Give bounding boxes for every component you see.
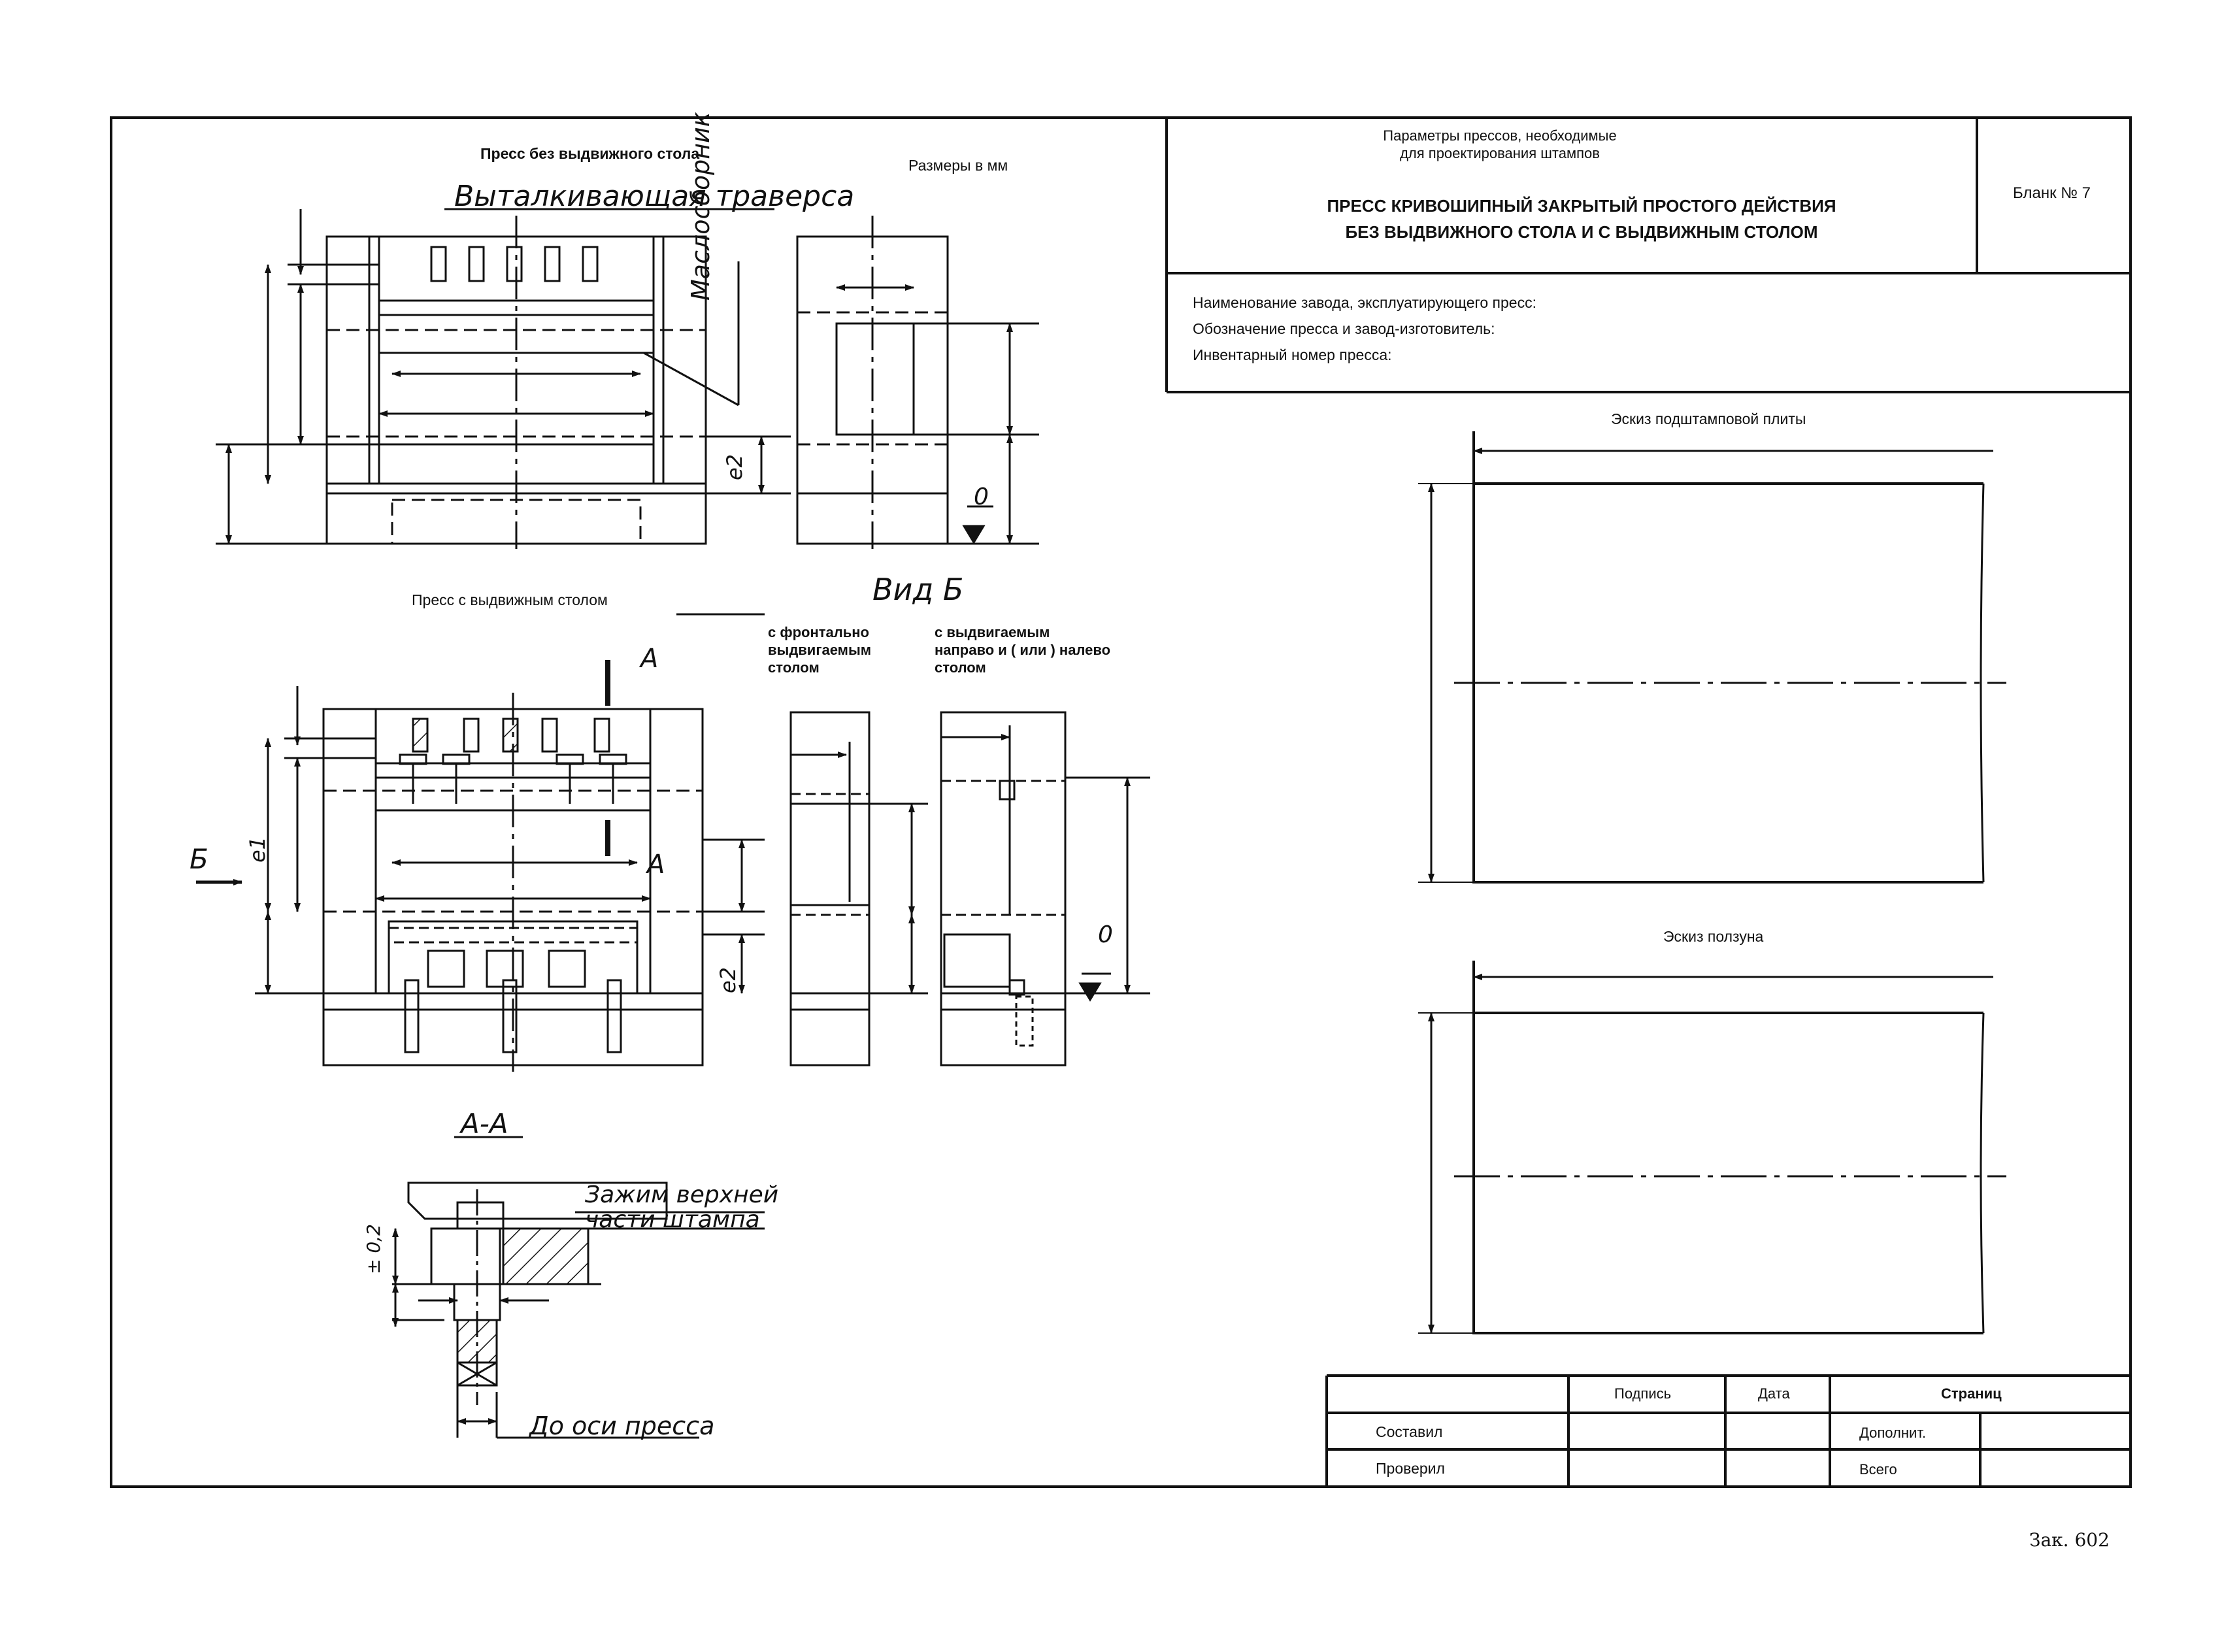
e1-label: е1 [245,836,270,863]
total-pages: Всего [1859,1461,1897,1478]
e2-label-bottom: е2 [716,966,740,993]
view-b-front-table [789,711,928,1066]
bolster-plate-sketch [1418,431,2006,884]
sheet-border [110,116,2132,1488]
press-front-view-with-table [196,660,765,1072]
zero-label-bottom: 0 [1098,921,1113,948]
slide-sketch [1418,961,2006,1334]
side-table-label-3: столом [935,659,986,676]
col-pages: Страниц [1941,1385,2002,1402]
row-compiled: Составил [1376,1423,1443,1440]
front-table-label-1: с фронтально [768,624,869,640]
side-table-label-1: с выдвигаемым [935,624,1050,640]
section-a-a [392,1181,765,1439]
view-b-label: Вид Б [872,572,964,607]
title-line-1: ПРЕСС КРИВОШИПНЫЙ ЗАКРЫТЫЙ ПРОСТОГО ДЕЙС… [1327,196,1836,216]
view-b-side-table [940,711,1150,1066]
side-table-label-2: направо и ( или ) налево [935,642,1111,658]
section-a-top: А [640,644,659,674]
bolster-plate-title: Эскиз подштамповой плиты [1611,410,1806,427]
arrow-b-label: Б [190,843,208,875]
row-checked: Проверил [1376,1460,1445,1477]
form-number: Бланк № 7 [2013,184,2091,202]
ejector-traverse-label: Выталкивающая траверса [454,180,855,213]
section-aa-label: А-А [461,1108,508,1140]
slide-title: Эскиз ползуна [1663,928,1764,945]
extra-pages: Дополнит. [1859,1425,1927,1441]
tolerance-label: ± 0,2 [363,1224,384,1274]
press-side-view-no-table [796,216,1039,549]
order-number: Зак. 602 [2029,1529,2110,1551]
clamp-label-1: Зажим верхней [585,1181,779,1208]
press-with-table-title: Пресс с выдвижным столом [412,591,608,608]
oil-collector-label: Маслосборник [686,112,715,301]
dimensions-note: Размеры в мм [908,157,1008,174]
press-without-table-title: Пресс без выдвижного стола [480,145,700,162]
front-table-label-3: столом [768,659,820,676]
press-front-view-no-table [216,209,791,549]
col-signature: Подпись [1614,1385,1672,1402]
to-press-axis-label: До оси пресса [529,1412,715,1440]
col-date: Дата [1758,1385,1790,1402]
front-table-label-2: выдвигаемым [768,642,872,658]
clamp-label-2: части штампа [585,1206,760,1233]
press-designation-field: Обозначение пресса и завод-изготовитель: [1193,320,1495,337]
params-line-2: для проектирования штампов [1400,145,1600,161]
e2-label-top: е2 [722,454,747,480]
zero-label-top: 0 [974,484,989,510]
signature-table-grid [1325,1374,2131,1487]
plant-name-field: Наименование завода, эксплуатирующего пр… [1193,294,1536,311]
params-line-1: Параметры прессов, необходимые [1383,127,1617,144]
section-a-bottom: А [647,850,665,880]
inventory-number-field: Инвентарный номер пресса: [1193,346,1392,363]
title-line-2: БЕЗ ВЫДВИЖНОГО СТОЛА И С ВЫДВИЖНЫМ СТОЛО… [1345,222,1818,242]
